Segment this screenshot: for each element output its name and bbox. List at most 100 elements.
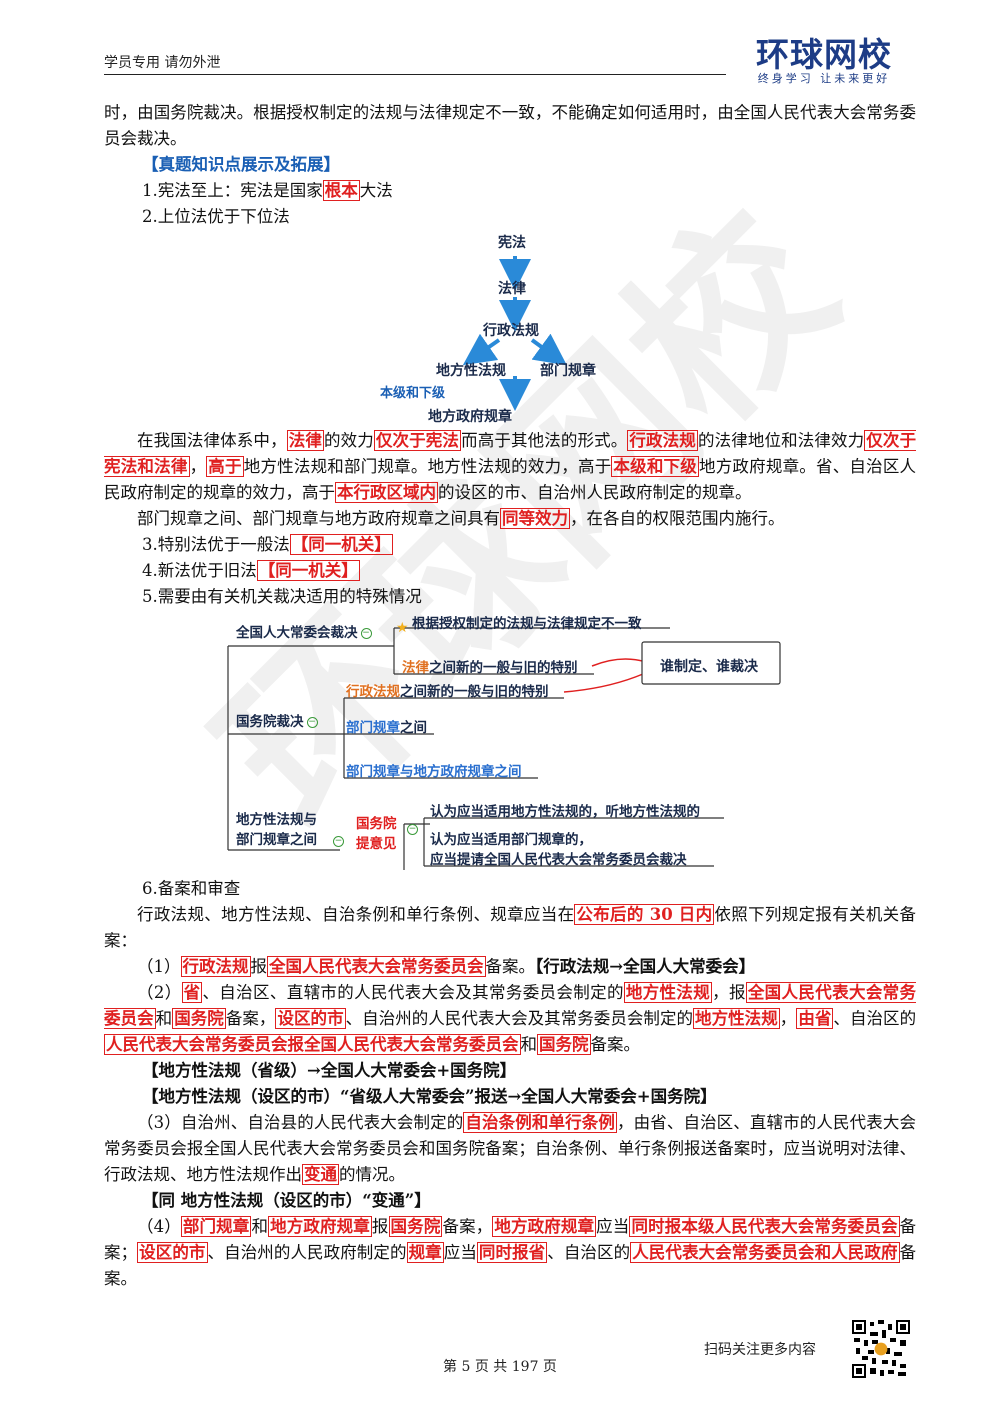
collapse-icon[interactable]: − (306, 716, 318, 728)
highlight: 国务院 (172, 1008, 226, 1029)
text: 、自治区的 (547, 1243, 631, 1262)
text: 在我国法律体系中， (137, 431, 287, 450)
highlight: 高于 (206, 456, 244, 477)
label: 全国人大常委会裁决 (236, 625, 358, 641)
label: 国务院 (356, 816, 397, 832)
node-dept-local-rules: 部门规章与地方政府规章之间 (346, 764, 522, 780)
text: （2） (137, 983, 182, 1002)
highlight: 变通 (302, 1164, 339, 1185)
text: 的效力 (323, 431, 374, 450)
node-label-level: 本级和下级 (380, 386, 446, 401)
text: 备案； (104, 1217, 917, 1262)
highlight: 同时报本级人民代表大会常务委员会 (629, 1216, 900, 1237)
bold-note: 【行政法规→全国人大常委会】 (535, 957, 756, 976)
header-note: 学员专用 请勿外泄 (104, 55, 221, 71)
logo-main: 环球网校 (756, 35, 892, 74)
highlight: 部门规章 (346, 720, 400, 736)
paragraph: （2）省、自治区、直辖市的人民代表大会及其常务委员会制定的地方性法规，报全国人民… (104, 980, 916, 1058)
node-authorized-conflict: 根据授权制定的法规与法律规定不一致 (412, 616, 642, 632)
highlight: 仅次于宪法和法律 (104, 430, 917, 477)
scan-prompt: 扫码关注更多内容 (704, 1342, 816, 1358)
highlight: 全国人民代表大会常务委员会 (267, 956, 486, 977)
node-constitution: 宪法 (498, 235, 526, 251)
highlight: 自治条例和单行条例 (463, 1112, 617, 1133)
text: 3.特别法优于一般法 (142, 535, 290, 554)
highlight: 法律 (286, 430, 324, 451)
text: 报 (250, 957, 268, 976)
text: 行政法规、地方性法规、自治条例和单行条例、规章应当在 (137, 905, 575, 924)
text: 和 (251, 1217, 269, 1236)
qr-code-icon[interactable] (852, 1320, 910, 1378)
paragraph: （3）自治州、自治县的人民代表大会制定的自治条例和单行条例，由省、自治区、直辖市… (104, 1110, 916, 1188)
highlight: 国务院 (537, 1034, 591, 1055)
text: 4.新法优于旧法 (142, 561, 257, 580)
logo-sub: 终身学习 让未来更好 (757, 72, 891, 85)
text: 的情况。 (339, 1165, 405, 1184)
node-local-regulation: 地方性法规 (436, 363, 506, 379)
text: 的设区的市、自治州人民政府制定的规章。 (438, 483, 752, 502)
list-item: 5.需要由有关机关裁决适用的特殊情况 (142, 587, 422, 606)
text: 和 (155, 1009, 173, 1028)
label: 之间 (400, 720, 427, 736)
highlight: 设区的市 (275, 1008, 346, 1029)
label: 认为应当适用部门规章的， (430, 832, 592, 848)
text: （1） (137, 957, 181, 976)
paragraph: 行政法规、地方性法规、自治条例和单行条例、规章应当在公布后的 30 日内依照下列… (104, 902, 916, 954)
text: 部门规章之间、部门规章与地方政府规章之间具有 (137, 509, 500, 528)
result-box: 谁制定、谁裁决 (660, 659, 758, 675)
text: ，报 (712, 983, 746, 1002)
section-heading: 【真题知识点展示及拓展】 (142, 155, 340, 174)
text: 地方性法规和部门规章。地方性法规的效力，高于 (243, 457, 612, 476)
highlight: 公布后的 30 日内 (574, 904, 715, 925)
label: 部门规章之间 (236, 832, 317, 848)
branch-npc-ruling: 全国人大常委会裁决− (236, 621, 372, 641)
text: 1.宪法至上：宪法是国家 (142, 181, 323, 200)
text: 应当 (443, 1243, 477, 1262)
header-rule (104, 74, 726, 75)
highlight: 本行政区域内 (335, 482, 438, 503)
bold-note: 【同 地方性法规（设区的市）“变通”】 (142, 1191, 431, 1210)
text: 大法 (359, 181, 393, 200)
highlight: 【同一机关】 (289, 534, 393, 555)
label: 提意见 (356, 836, 397, 852)
highlight: 部门规章 (180, 1216, 252, 1237)
node-admin-regulation: 行政法规 (483, 323, 539, 339)
text: 地方政府规章。省、自治区人民政府制定的规章的效力，高于 (104, 457, 917, 502)
text: 备案， (442, 1217, 493, 1236)
paragraph: （1）行政法规报全国人民代表大会常务委员会备案。【行政法规→全国人大常委会】 (104, 954, 916, 980)
node-law-new-old: 法律之间新的一般与旧的特别 (402, 656, 578, 676)
ruling-mindmap: ★ 全国人大常委会裁决− 根据授权制定的法规与法律规定不一致 法律之间新的一般与… (104, 616, 916, 870)
highlight: 地方性法规 (623, 982, 713, 1003)
label: 国务院裁决 (236, 714, 304, 730)
list-item: 3.特别法优于一般法【同一机关】 (104, 532, 916, 558)
text: 、自治区的 (833, 1009, 917, 1028)
text: 和 (520, 1035, 538, 1054)
text: 、自治州的人民政府制定的 (207, 1243, 407, 1262)
branch-local-vs-dept: 地方性法规与部门规章之间 (236, 810, 317, 850)
collapse-icon[interactable]: − (407, 824, 418, 835)
label: 应当提请全国人民代表大会常务委员会裁决 (430, 852, 687, 868)
branch-state-council: 国务院裁决− (236, 710, 318, 730)
paragraph: 在我国法律体系中，法律的效力仅次于宪法而高于其他法的形式。行政法规的法律地位和法… (104, 428, 917, 506)
mindmap-lines: ★ (227, 620, 781, 870)
highlight: 行政法规 (346, 684, 400, 700)
text: 备案。 (590, 1035, 641, 1054)
text: 备案， (225, 1009, 276, 1028)
collapse-icon[interactable]: − (333, 836, 344, 847)
node-state-council-opinion: 国务院提意见 (356, 814, 397, 854)
node-dept-rules: 部门规章之间 (346, 716, 427, 736)
highlight: 【同一机关】 (256, 560, 360, 581)
list-item: 1.宪法至上：宪法是国家根本大法 (104, 178, 916, 204)
highlight: 由省 (796, 1008, 834, 1029)
text: 备案。 (104, 1243, 917, 1288)
node-department-rule: 部门规章 (540, 363, 596, 379)
hierarchy-arrows (462, 256, 567, 411)
node-local-gov-rule: 地方政府规章 (428, 409, 512, 425)
highlight: 全国人民代表大会常务委员会 (104, 982, 917, 1029)
text: 备案。 (485, 957, 536, 976)
node-apply-dept: 认为应当适用部门规章的， 应当提请全国人民代表大会常务委员会裁决 (430, 830, 687, 870)
highlight: 同等效力 (500, 508, 570, 529)
paragraph: （4）部门规章和地方政府规章报国务院备案，地方政府规章应当同时报本级人民代表大会… (104, 1214, 916, 1292)
collapse-icon[interactable]: − (360, 627, 372, 639)
list-item: 6.备案和审查 (142, 879, 241, 898)
